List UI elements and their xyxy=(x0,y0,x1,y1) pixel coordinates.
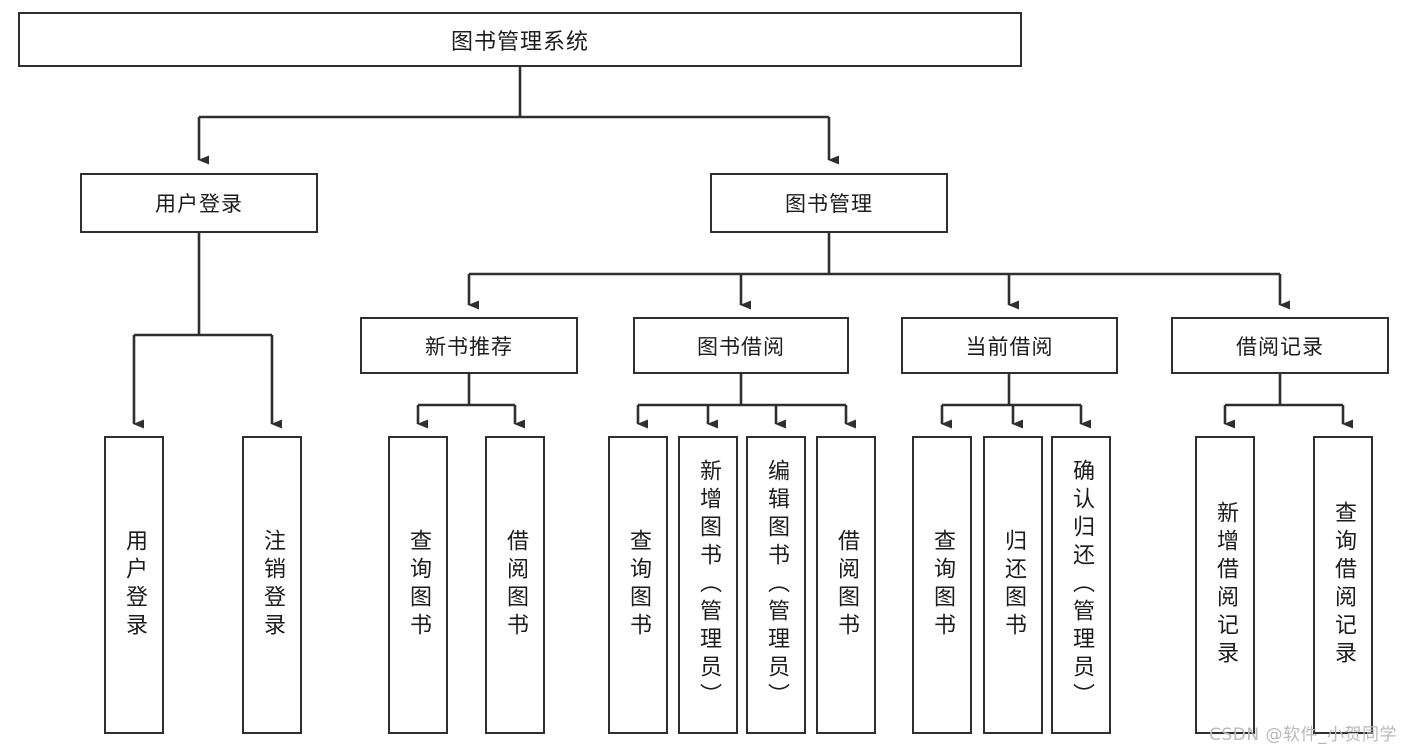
leaf-confirm-return-admin[interactable]: 确认归还（管理员） xyxy=(1051,436,1111,734)
node-current-borrow[interactable]: 当前借阅 xyxy=(901,317,1118,374)
leaf-add-borrow-record[interactable]: 新增借阅记录 xyxy=(1195,436,1255,734)
node-label: 编辑图书（管理员） xyxy=(764,459,789,711)
node-label: 确认归还（管理员） xyxy=(1069,459,1094,711)
leaf-query-book-borrow[interactable]: 查询图书 xyxy=(608,436,668,734)
node-root[interactable]: 图书管理系统 xyxy=(18,12,1022,67)
node-book-management[interactable]: 图书管理 xyxy=(710,173,948,233)
node-label: 用户登录 xyxy=(155,192,243,216)
leaf-add-book-admin[interactable]: 新增图书（管理员） xyxy=(678,436,738,734)
node-label: 查询图书 xyxy=(626,529,651,641)
leaf-query-book-recommend[interactable]: 查询图书 xyxy=(388,436,448,734)
node-label: 新增借阅记录 xyxy=(1213,501,1238,669)
node-label: 图书借阅 xyxy=(697,334,785,359)
node-label: 查询图书 xyxy=(930,529,955,641)
node-new-book-recommend[interactable]: 新书推荐 xyxy=(360,317,578,374)
node-borrow-records[interactable]: 借阅记录 xyxy=(1171,317,1389,374)
node-label: 图书管理系统 xyxy=(450,29,589,55)
node-label: 借阅图书 xyxy=(834,529,859,641)
leaf-borrow-book-recommend[interactable]: 借阅图书 xyxy=(485,436,545,734)
node-label: 用户登录 xyxy=(122,529,147,641)
node-label: 借阅图书 xyxy=(503,529,528,641)
node-label: 归还图书 xyxy=(1001,529,1026,641)
leaf-logout[interactable]: 注销登录 xyxy=(242,436,302,734)
leaf-edit-book-admin[interactable]: 编辑图书（管理员） xyxy=(746,436,806,734)
node-label: 图书管理 xyxy=(785,192,873,216)
node-label: 借阅记录 xyxy=(1236,334,1324,359)
node-label: 查询借阅记录 xyxy=(1331,501,1356,669)
leaf-query-book-current[interactable]: 查询图书 xyxy=(912,436,972,734)
leaf-user-login[interactable]: 用户登录 xyxy=(104,436,164,734)
leaf-query-borrow-record[interactable]: 查询借阅记录 xyxy=(1313,436,1373,734)
node-label: 当前借阅 xyxy=(965,334,1054,359)
node-label: 新增图书（管理员） xyxy=(696,459,721,711)
node-user-login[interactable]: 用户登录 xyxy=(80,173,318,233)
node-label: 查询图书 xyxy=(406,529,431,641)
node-label: 注销登录 xyxy=(260,529,285,641)
leaf-return-book[interactable]: 归还图书 xyxy=(983,436,1043,734)
node-label: 新书推荐 xyxy=(425,334,513,359)
leaf-borrow-book[interactable]: 借阅图书 xyxy=(816,436,876,734)
node-book-borrow[interactable]: 图书借阅 xyxy=(633,317,849,374)
watermark: CSDN @软件_小贺同学 xyxy=(1209,725,1397,745)
